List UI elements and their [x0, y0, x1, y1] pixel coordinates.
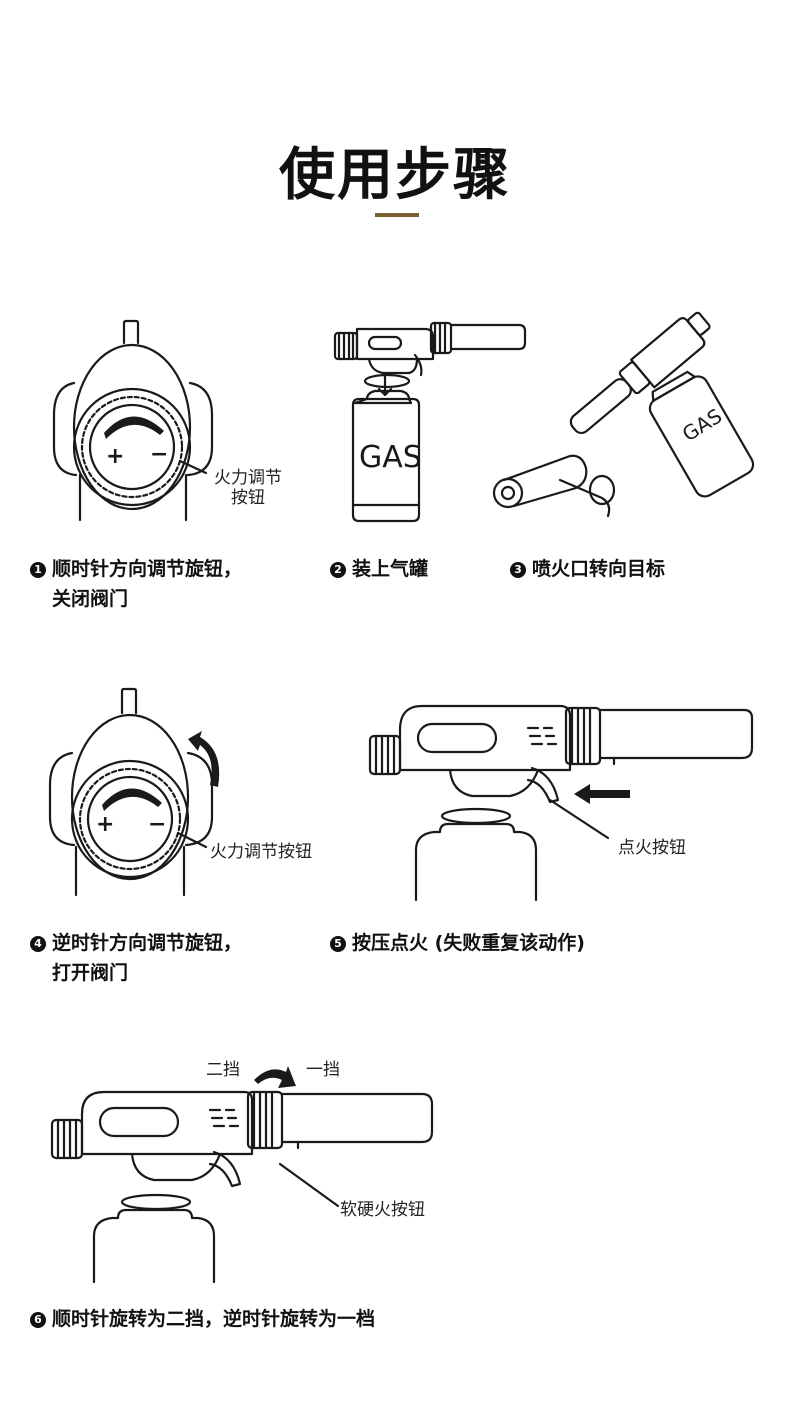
page-title: 使用步骤	[279, 143, 511, 208]
counterclockwise-arrow	[188, 731, 220, 787]
clockwise-arrow	[254, 1066, 296, 1088]
tilted-canister	[648, 370, 755, 498]
flame-level-arc	[104, 416, 164, 439]
knob-illustration-4: + −	[48, 687, 220, 897]
gear-switch-illustration	[50, 1066, 434, 1284]
knob-label-4: 火力调节按钮	[210, 842, 312, 862]
knob-illustration-1: + −	[52, 319, 214, 522]
plus-sign-4: +	[96, 812, 114, 837]
title-underline	[375, 213, 419, 217]
gas-text-rotated: GAS	[678, 404, 726, 447]
flame-level-arc-4	[102, 788, 162, 811]
torch-top	[333, 321, 527, 377]
gas-canister-illustration: GAS	[333, 321, 527, 523]
tilted-torch	[569, 311, 711, 435]
step-6-number: 6	[30, 1312, 46, 1328]
gas-canister	[351, 389, 421, 523]
step-5-number: 5	[330, 936, 346, 952]
step-4-number: 4	[30, 936, 46, 952]
gear-1-label: 一挡	[306, 1060, 340, 1080]
pipes	[492, 454, 616, 518]
soft-hard-label: 软硬火按钮	[340, 1200, 425, 1220]
step-2-number: 2	[330, 562, 346, 578]
aim-target-illustration: GAS	[492, 311, 755, 518]
ignite-label: 点火按钮	[618, 838, 686, 858]
minus-sign: −	[150, 442, 168, 467]
gas-text: GAS	[359, 440, 422, 475]
ignite-illustration	[368, 704, 754, 902]
plus-sign: +	[106, 444, 124, 469]
gear-2-label: 二挡	[206, 1060, 240, 1080]
minus-sign-4: −	[148, 812, 166, 837]
step-3-number: 3	[510, 562, 526, 578]
knob-label-1: 火力调节 按钮	[214, 468, 282, 508]
step-1-number: 1	[30, 562, 46, 578]
press-arrow	[574, 784, 630, 804]
